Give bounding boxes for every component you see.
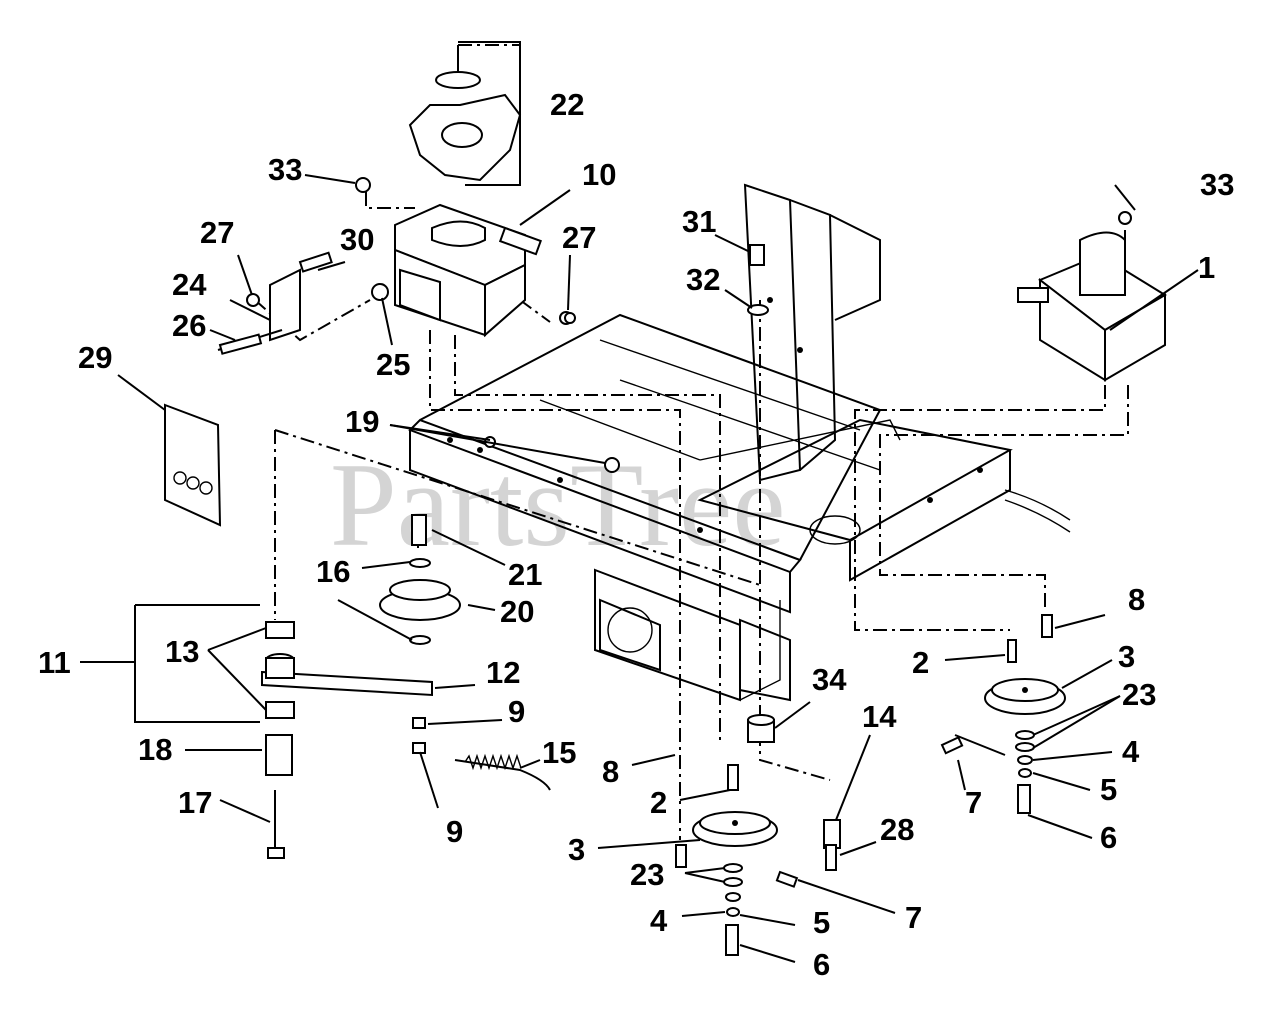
callout-27: 27: [562, 220, 596, 255]
cooling-fan: [408, 45, 522, 182]
callout-26: 26: [172, 308, 206, 343]
callout-15: 15: [542, 735, 576, 770]
callout-17: 17: [178, 785, 212, 820]
callout-20: 20: [500, 594, 534, 629]
leader-lines: [80, 41, 1199, 963]
idler-assembly: [261, 515, 551, 859]
callout-9: 9: [508, 694, 525, 729]
callout-10: 10: [582, 157, 616, 192]
misc-hardware: [218, 177, 841, 871]
callout-4: 4: [650, 903, 668, 938]
callout-4: 4: [1122, 734, 1140, 769]
callout-6: 6: [813, 947, 830, 982]
callout-3: 3: [568, 832, 585, 867]
left-transaxle: [371, 203, 542, 338]
callout-30: 30: [340, 222, 374, 257]
callout-25: 25: [376, 347, 410, 382]
left-drive-pulley: [675, 764, 799, 956]
callout-8: 8: [1128, 582, 1145, 617]
callout-31: 31: [682, 204, 716, 239]
chassis-frame: [408, 183, 1071, 702]
callout-5: 5: [813, 905, 830, 940]
callout-14: 14: [862, 699, 897, 734]
callout-33: 33: [268, 152, 302, 187]
callout-24: 24: [172, 267, 207, 302]
watermark: PartsTree: [330, 438, 786, 571]
callout-7: 7: [905, 900, 922, 935]
callout-23: 23: [630, 857, 664, 892]
callout-7: 7: [965, 785, 982, 820]
callout-2: 2: [650, 785, 667, 820]
callout-6: 6: [1100, 820, 1117, 855]
callout-12: 12: [486, 655, 520, 690]
callout-13: 13: [165, 634, 199, 669]
right-transaxle: [1017, 211, 1167, 382]
callout-21: 21: [508, 557, 542, 592]
callout-11: 11: [38, 645, 71, 680]
callout-5: 5: [1100, 772, 1117, 807]
callout-28: 28: [880, 812, 914, 847]
callout-34: 34: [812, 662, 847, 697]
callout-3: 3: [1118, 639, 1135, 674]
callout-16: 16: [316, 554, 350, 589]
callout-33: 33: [1200, 167, 1234, 202]
callout-9: 9: [446, 814, 463, 849]
callout-23: 23: [1122, 677, 1156, 712]
callout-29: 29: [78, 340, 112, 375]
callout-1: 1: [1198, 250, 1215, 285]
callout-8: 8: [602, 754, 619, 789]
callout-22: 22: [550, 87, 584, 122]
decal-sheet: [164, 403, 222, 527]
callout-labels: 1 2 2 3 3 4 4 5 5 6 6 7 7 8 8 9 9 10 11 …: [38, 87, 1234, 982]
callout-2: 2: [912, 645, 929, 680]
callout-19: 19: [345, 404, 379, 439]
callout-27: 27: [200, 215, 234, 250]
callout-18: 18: [138, 732, 172, 767]
callout-32: 32: [686, 262, 720, 297]
right-drive-pulley: [940, 614, 1066, 814]
